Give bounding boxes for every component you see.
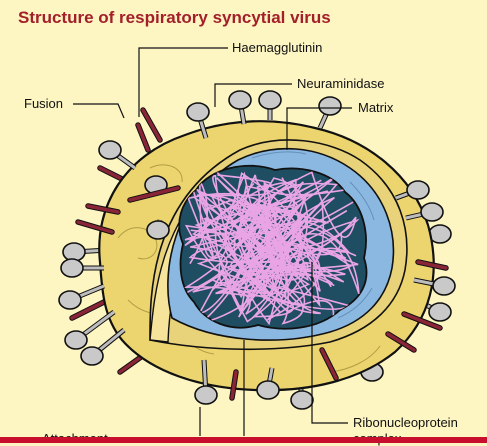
glycoprotein-spike: [259, 91, 281, 120]
fusion-spike: [138, 125, 148, 150]
label-matrix: Matrix: [358, 100, 393, 115]
label-ribonucleoprotein: Ribonucleoprotein: [353, 415, 458, 430]
glycoprotein-spike: [99, 141, 135, 168]
label-fusion: Fusion: [24, 96, 63, 111]
accent-bar: [0, 437, 487, 443]
glycoprotein-spike: [319, 97, 341, 128]
glycoprotein-spike: [147, 220, 169, 239]
fusion-spike: [143, 110, 160, 140]
label-haemagglutinin: Haemagglutinin: [232, 40, 322, 55]
label-neuraminidase: Neuraminidase: [297, 76, 384, 91]
fusion-leader: [73, 104, 124, 118]
glycoprotein-spike: [61, 259, 104, 277]
glycoprotein-spike: [229, 91, 251, 124]
glycoprotein-spike: [81, 330, 124, 365]
